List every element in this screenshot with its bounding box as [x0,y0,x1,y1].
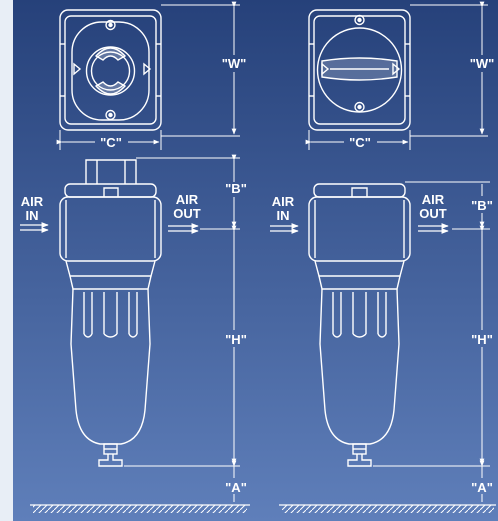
b-label-right: "B" [471,198,493,213]
w-label-left: "W" [222,56,247,71]
air-out-label-left-2: OUT [173,206,201,221]
ground-hatch-right [279,504,496,513]
air-out-arrow-left [168,223,199,234]
vertical-dimensions-left [124,154,240,502]
w-dimension-right [410,1,488,137]
air-in-label-right-1: AIR [272,194,295,209]
top-view-right [308,9,411,131]
air-in-label-left-2: IN [26,208,39,223]
c-dimension-left [56,130,162,150]
h-label-left: "H" [225,332,247,347]
air-out-label-left-1: AIR [176,192,199,207]
air-in-arrow-left [20,222,49,233]
a-label-right: "A" [471,480,493,495]
b-label-left: "B" [225,181,247,196]
air-in-label-right-2: IN [277,208,290,223]
h-label-right: "H" [471,332,493,347]
air-out-label-right-2: OUT [419,206,447,221]
air-out-arrow-right [418,223,449,234]
c-label-left: "C" [100,135,122,150]
a-label-left: "A" [225,480,247,495]
w-dimension-left [161,1,240,137]
c-label-right: "C" [349,135,371,150]
vertical-dimensions-right [373,181,490,502]
side-view-left [59,159,162,467]
ground-hatch-left [30,504,250,513]
c-dimension-right [305,130,411,150]
air-out-label-right-1: AIR [422,192,445,207]
w-label-right: "W" [470,56,495,71]
air-in-label-left-1: AIR [21,194,44,209]
side-view-right [308,183,411,467]
air-in-arrow-right [270,223,299,234]
top-view-left [59,9,162,131]
